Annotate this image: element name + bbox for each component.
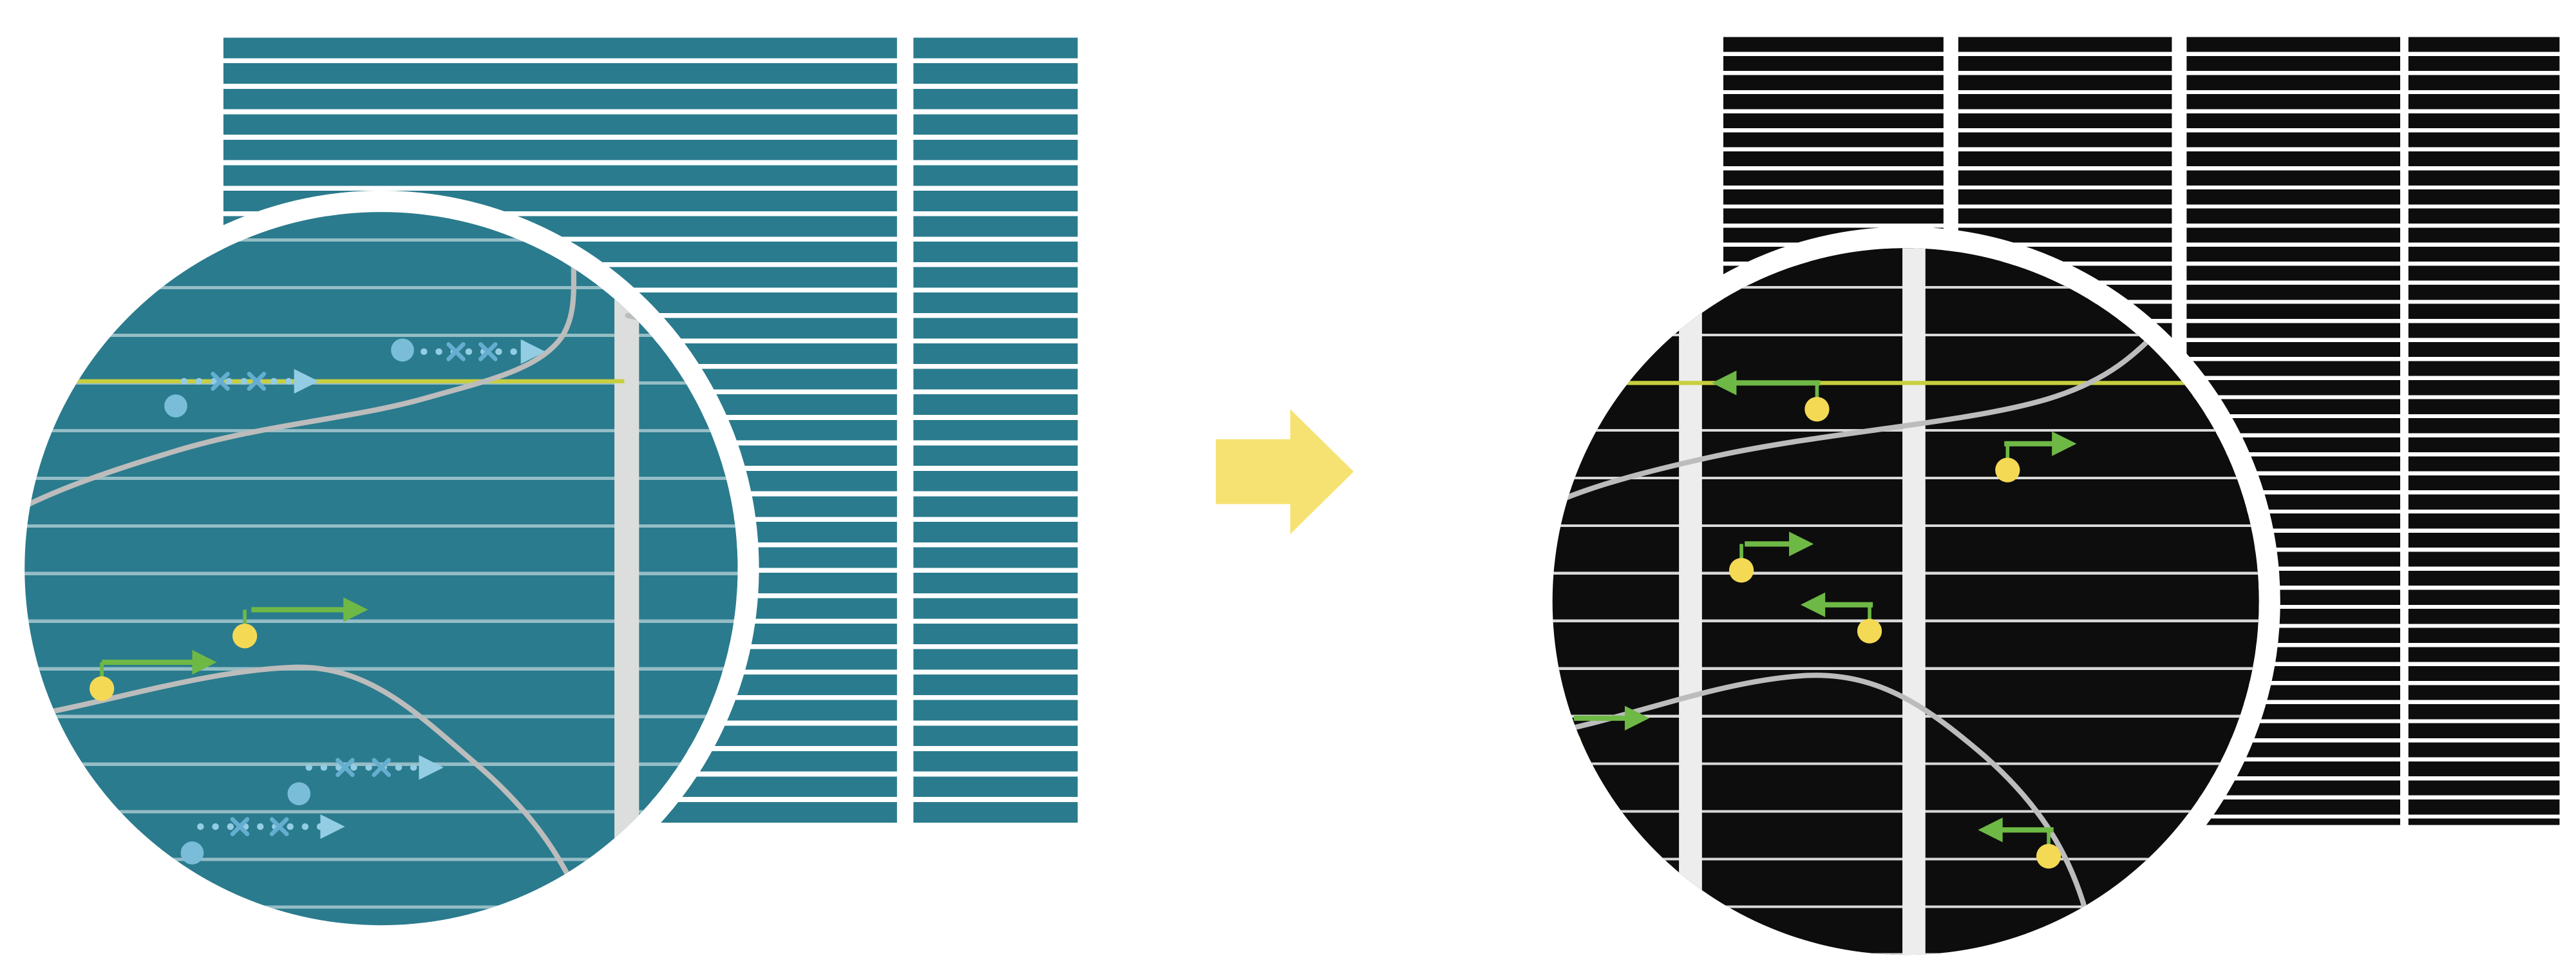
grain-boundary [625,312,738,370]
magnifier-before-world [24,212,738,926]
scatter-arrowhead [520,339,545,365]
busbar [1679,248,1702,955]
grain-boundary [24,212,580,510]
grain-boundary [24,664,591,923]
carrier-arrowhead [343,597,368,622]
trap-cross [372,758,392,778]
carrier-arrowhead [1978,818,2003,843]
cell-before-side-strip [913,33,1078,825]
carrier-dot [1995,457,2020,483]
trap-cross [211,372,230,391]
magnifier-after-marks [1552,248,2192,955]
carrier-arrowhead [1800,592,1826,617]
scatter-carrier-dot [287,782,311,805]
magnifier-after-view [1552,248,2259,955]
scatter-arrowhead [320,814,345,839]
magnifier-before-marks [24,212,738,926]
scatter-arrowhead [294,368,319,394]
carrier-arrowhead [1789,531,1814,557]
carrier-dot [1857,618,1882,644]
trap-cross [478,342,498,361]
cell-after-side-strip [2408,33,2560,825]
magnifier-after-world [1552,248,2259,955]
carrier-arrowhead [2052,431,2077,456]
grain-boundary [1552,303,2192,506]
carrier-dot [1804,397,1830,422]
process-arrow [1215,409,1354,535]
trap-cross [336,758,355,778]
carrier-dot [1728,558,1754,583]
grain-boundary [1552,673,2089,917]
scatter-carrier-dot [180,841,204,865]
carrier-dot [90,676,115,702]
scatter-arrowhead [419,755,444,780]
trap-cross [269,817,289,836]
magnifier-before [3,190,759,947]
carrier-arrowhead [192,649,217,675]
trap-cross [446,342,466,361]
busbar [614,212,639,926]
trap-cross [230,817,250,836]
magnifier-before-view [24,212,738,926]
carrier-dot [1557,730,1582,756]
trap-cross [247,372,267,391]
carrier-arrowhead [1712,370,1737,396]
carrier-dot [232,624,258,649]
carrier-arrowhead [1624,705,1650,731]
scatter-carrier-dot [164,394,187,417]
busbar [1902,248,1926,955]
carrier-dot [2036,843,2061,869]
magnifier-after [1531,227,2280,976]
scatter-carrier-dot [391,338,414,362]
